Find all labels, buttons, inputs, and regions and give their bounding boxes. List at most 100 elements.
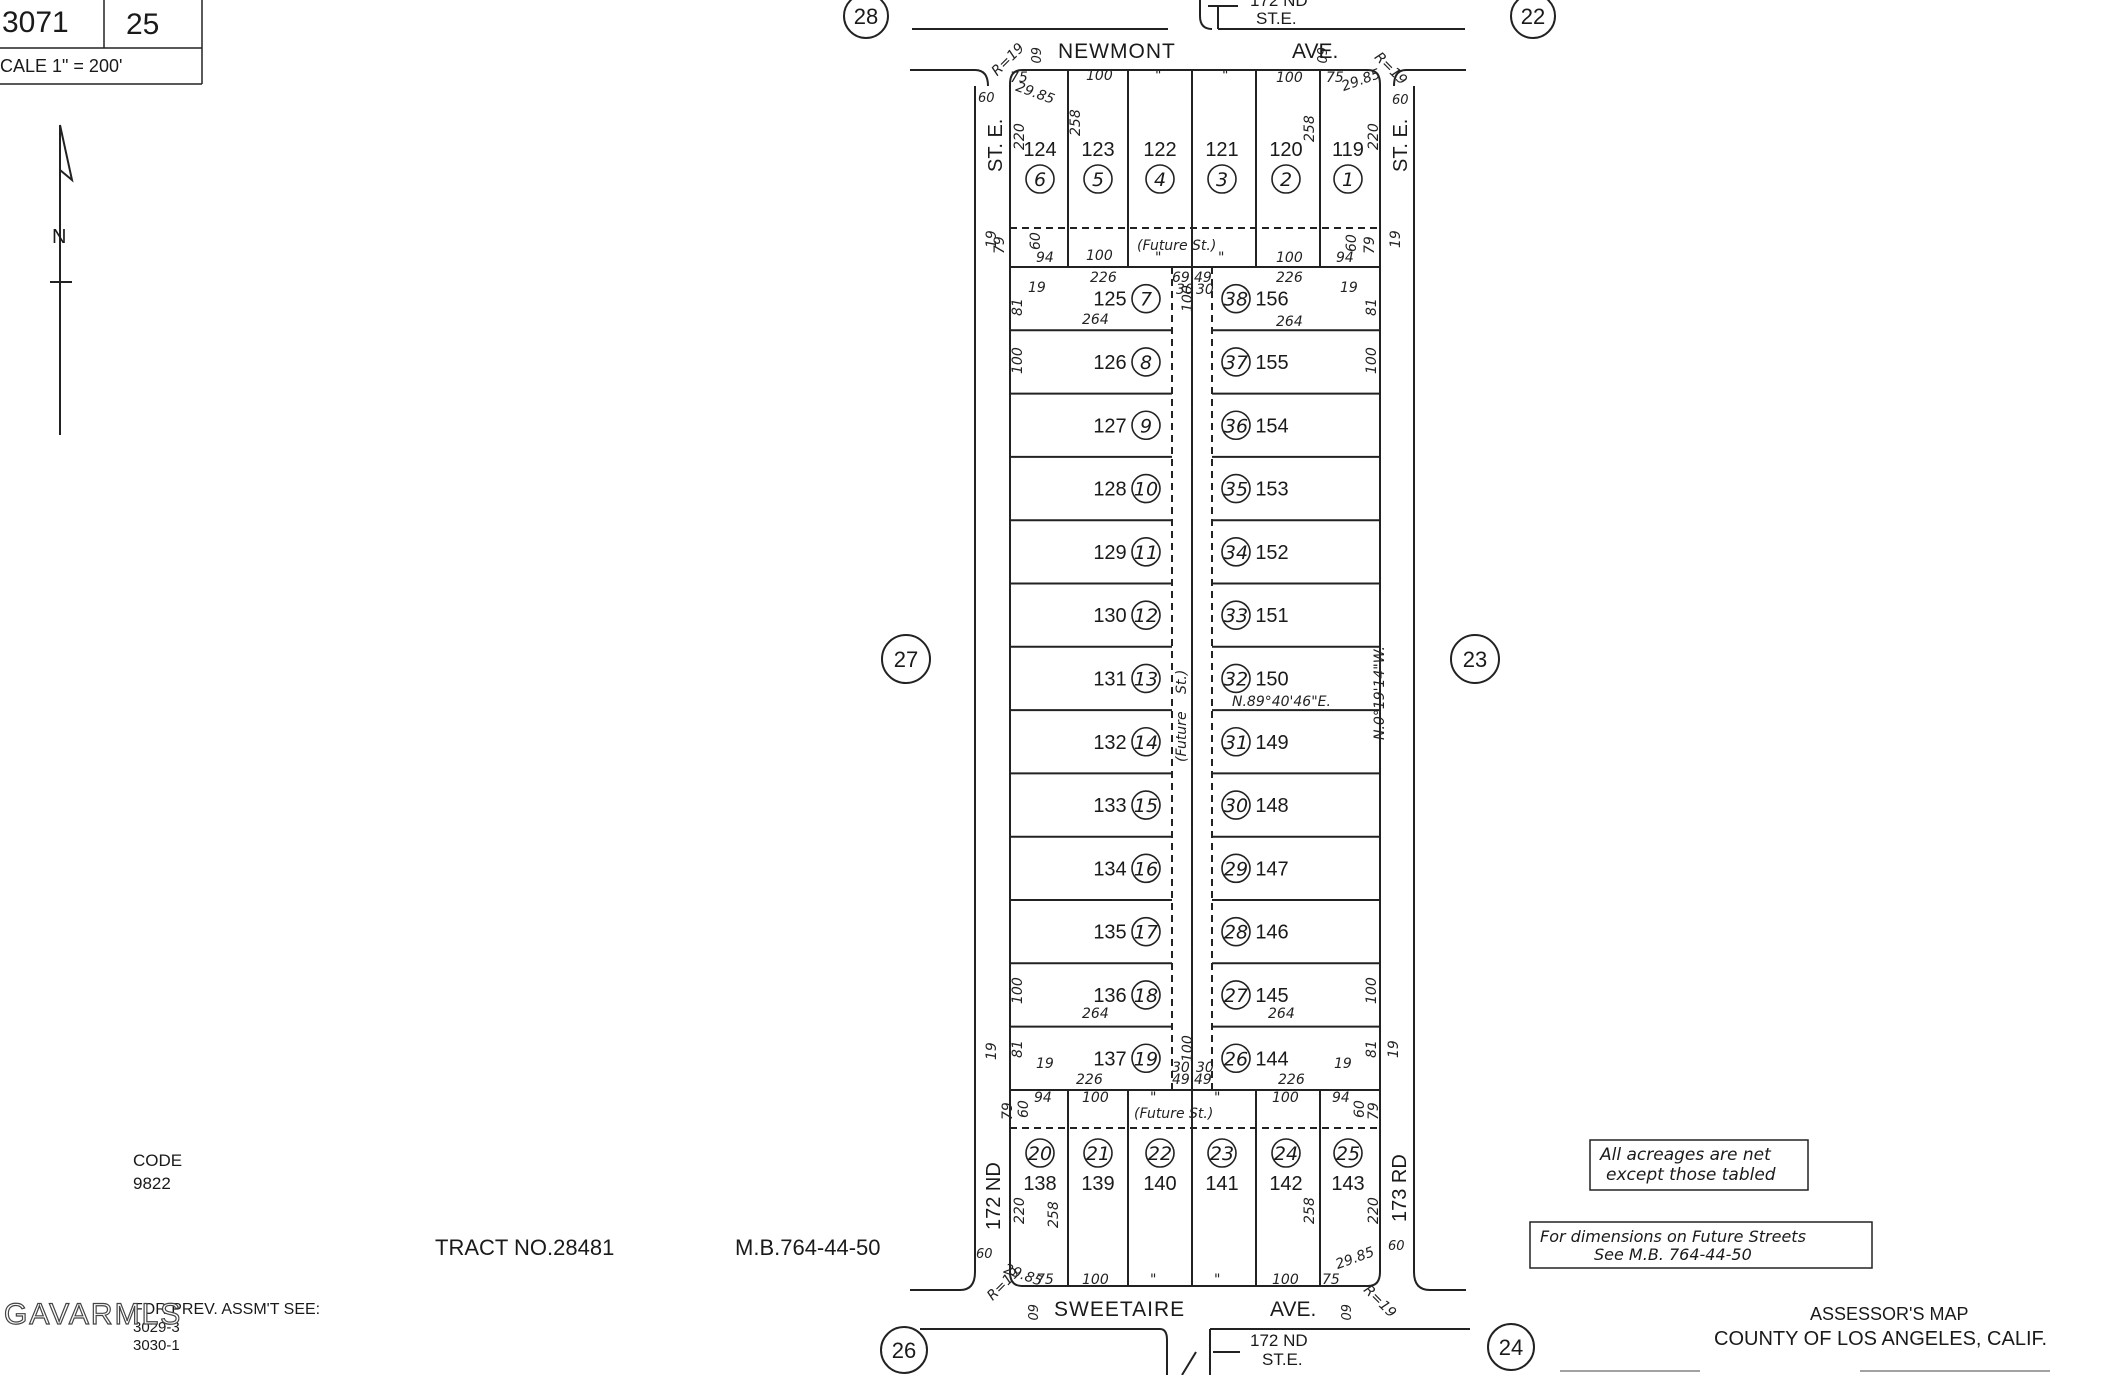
parcel-number: 132 xyxy=(1093,732,1126,754)
svg-text:81: 81 xyxy=(1010,298,1026,316)
parcel-number: 140 xyxy=(1143,1173,1176,1195)
lot-circle xyxy=(1131,790,1161,820)
lot-number: 2 xyxy=(1280,169,1292,191)
lot-circle xyxy=(1131,916,1161,947)
street-lines xyxy=(910,0,1470,1375)
lot-circle xyxy=(1271,164,1301,194)
lot-circle xyxy=(1221,1043,1251,1074)
lot-number: 21 xyxy=(1086,1143,1110,1165)
lot-number: 8 xyxy=(1140,352,1152,374)
lot-number: 7 xyxy=(1140,289,1152,311)
svg-text:(Future St.): (Future St.) xyxy=(1137,238,1216,254)
svg-text:100: 100 xyxy=(1180,285,1196,312)
lot-circle xyxy=(1083,1138,1113,1168)
parcel-number: 123 xyxy=(1081,139,1114,161)
lot-number: 14 xyxy=(1134,732,1158,754)
parcel-number: 148 xyxy=(1255,795,1288,817)
lot-number: 23 xyxy=(1210,1143,1234,1165)
parcel-number: 144 xyxy=(1255,1048,1288,1070)
svg-text:100: 100 xyxy=(1010,977,1026,1004)
svg-text:100: 100 xyxy=(1086,68,1113,84)
lot-circle xyxy=(1145,1138,1175,1168)
svg-text:19: 19 xyxy=(1028,280,1046,296)
svg-text:100: 100 xyxy=(1276,250,1303,266)
adjacent-page-27[interactable]: 27 xyxy=(881,634,931,684)
parcel-number: 152 xyxy=(1255,542,1288,564)
row-dividers xyxy=(1010,329,1380,1028)
svg-text:94: 94 xyxy=(1336,250,1354,266)
lot-number: 1 xyxy=(1342,169,1354,191)
svg-text:49: 49 xyxy=(1194,270,1212,286)
street-width-e-bot: 60 xyxy=(1388,1239,1405,1254)
svg-text:94: 94 xyxy=(1036,250,1054,266)
lot-circle xyxy=(1221,980,1251,1010)
tract-label: TRACT NO.28481 xyxy=(435,1235,614,1260)
adjacent-page-24[interactable]: 24 xyxy=(1487,1323,1535,1371)
svg-text:81: 81 xyxy=(1364,298,1380,316)
lot-number: 31 xyxy=(1224,732,1248,754)
svg-text:81: 81 xyxy=(1010,1040,1026,1058)
svg-text:94: 94 xyxy=(1034,1090,1052,1106)
svg-text:19: 19 xyxy=(1388,230,1404,248)
adjacent-page-22[interactable]: 22 xyxy=(1510,0,1556,39)
adjacent-page-26[interactable]: 26 xyxy=(880,1326,928,1374)
svg-text:29.85: 29.85 xyxy=(1014,79,1057,108)
svg-text:30: 30 xyxy=(1196,1060,1214,1076)
svg-text:258: 258 xyxy=(1302,115,1318,142)
lot-circle xyxy=(1221,410,1251,441)
lot-number: 13 xyxy=(1134,668,1158,690)
street-south-name: SWEETAIRE xyxy=(1054,1298,1185,1321)
lot-number: 16 xyxy=(1134,858,1158,880)
prev-assessment-label: FOR PREV. ASSM'T SEE: xyxy=(133,1301,320,1318)
adjacent-page-23[interactable]: 23 xyxy=(1450,634,1500,684)
adjacent-page-28[interactable]: 28 xyxy=(843,0,889,39)
street-width-w-top: 60 xyxy=(978,91,995,106)
svg-text:": " xyxy=(1155,250,1161,266)
svg-text:264: 264 xyxy=(1268,1006,1295,1022)
lot-parcel-132[interactable]: 132 14 xyxy=(1093,726,1161,757)
lot-circle xyxy=(1333,164,1363,194)
scale-label: CALE 1" = 200' xyxy=(0,56,122,76)
map-header-box: 3071 25 CALE 1" = 200' xyxy=(0,0,203,85)
lot-circle xyxy=(1131,726,1161,757)
block-outline xyxy=(1009,69,1381,1287)
parcel-number: 133 xyxy=(1093,795,1126,817)
